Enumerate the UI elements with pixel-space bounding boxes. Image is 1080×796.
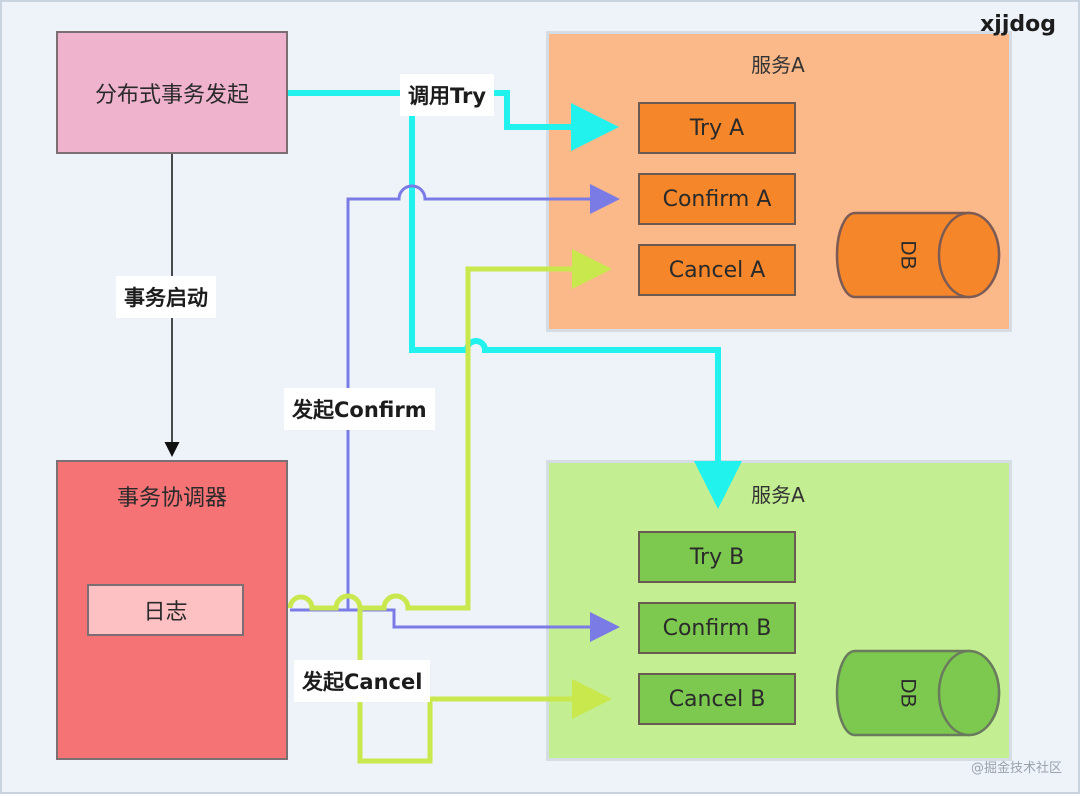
brand-label: xjjdog — [980, 12, 1056, 37]
cancel-label: 发起Cancel — [294, 660, 431, 702]
transaction-initiator: 分布式事务发起 — [56, 31, 288, 154]
confirm-a-box: Confirm A — [638, 173, 796, 225]
log-box: 日志 — [87, 584, 244, 636]
try-a-connector — [287, 90, 619, 151]
service-b-title: 服务A — [751, 483, 805, 507]
call-try-label: 调用Try — [400, 74, 495, 116]
db-a-cylinder — [835, 211, 1001, 299]
cancel-b-connector — [357, 608, 612, 764]
confirm-b-label: Confirm B — [662, 615, 772, 641]
confirm-b-box: Confirm B — [638, 602, 796, 654]
start-label: 事务启动 — [116, 276, 216, 318]
watermark: @掘金技术社区 — [970, 761, 1062, 776]
cancel-b-box: Cancel B — [638, 673, 796, 725]
cancel-a-label: Cancel A — [668, 257, 766, 283]
cancel-a-connector — [287, 249, 612, 611]
try-b-label: Try B — [689, 544, 745, 570]
coordinator-label: 事务协调器 — [116, 486, 227, 511]
cancel-a-box: Cancel A — [638, 244, 796, 296]
confirm-a-connector — [290, 184, 620, 612]
confirm-label: 发起Confirm — [284, 388, 435, 430]
db-b-cylinder — [835, 649, 1001, 737]
confirm-a-label: Confirm A — [662, 186, 772, 212]
service-a-title: 服务A — [751, 53, 805, 77]
db-b-label: DB — [896, 678, 919, 707]
try-b-box: Try B — [638, 531, 796, 583]
log-label: 日志 — [143, 600, 188, 625]
initiator-label: 分布式事务发起 — [94, 82, 249, 108]
try-a-box: Try A — [638, 102, 796, 154]
cancel-b-label: Cancel B — [668, 686, 766, 712]
try-a-label: Try A — [689, 115, 745, 141]
db-a-label: DB — [896, 240, 919, 269]
